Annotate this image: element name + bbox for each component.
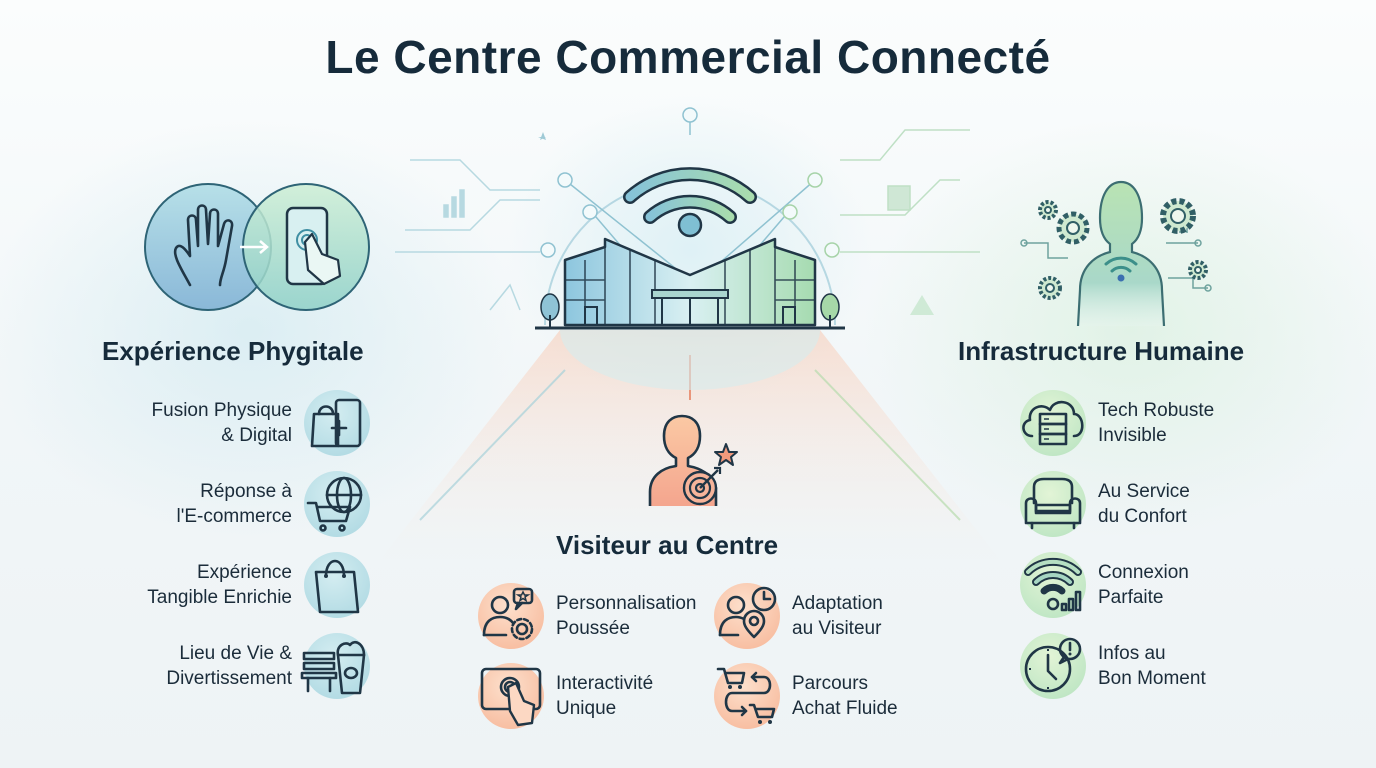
section-title-visiteur-au-centre: Visiteur au Centre (556, 530, 779, 560)
item-label: Fusion Physique & Digital (151, 400, 292, 446)
list-item-parcours-achat-fluide: Parcours Achat Fluide (714, 663, 898, 729)
page-title: Le Centre Commercial Connecté (325, 31, 1051, 83)
list-item-au-service-du-confort: Au Service du Confort (1020, 471, 1190, 537)
item-label: Réponse à l'E-commerce (176, 481, 292, 527)
shopping-bag-plus-phone-icon (304, 390, 370, 456)
armchair-icon (1020, 471, 1086, 537)
wifi-icon (623, 167, 757, 238)
section-title-experience-phygitale: Expérience Phygitale (102, 336, 364, 366)
user-star-gear-icon (478, 583, 544, 649)
list-item-connexion-parfaite: Connexion Parfaite (1020, 552, 1189, 618)
hand-to-smartphone-venn-icon (142, 180, 374, 314)
list-item-experience-tangible-enrichie: Expérience Tangible Enrichie (147, 552, 370, 618)
shopping-bag-icon (304, 552, 370, 618)
item-label: Personnalisation Poussée (556, 593, 697, 639)
list-item-adaptation-au-visiteur: Adaptation au Visiteur (714, 583, 883, 649)
item-label: Adaptation au Visiteur (792, 593, 883, 639)
list-item-reponse-ecommerce: Réponse à l'E-commerce (176, 471, 370, 537)
item-label: Au Service du Confort (1098, 481, 1190, 527)
list-item-tech-robuste-invisible: Tech Robuste Invisible (1020, 390, 1214, 456)
item-label: Connexion Parfaite (1098, 562, 1189, 608)
list-item-infos-au-bon-moment: Infos au Bon Moment (1020, 633, 1206, 699)
list-item-interactivite-unique: Interactivité Unique (478, 663, 653, 729)
user-clock-location-icon (714, 583, 780, 649)
connected-mall-building-icon (530, 135, 850, 335)
cloud-server-icon (1020, 390, 1086, 456)
human-gears-circuit-icon (1018, 178, 1228, 327)
visitor-target-star-icon (640, 412, 740, 508)
cart-loop-arrows-icon (714, 663, 780, 729)
clock-alert-icon (1020, 633, 1086, 699)
item-label: Interactivité Unique (556, 673, 654, 719)
touchscreen-tap-icon (478, 663, 544, 729)
item-label: Parcours Achat Fluide (792, 673, 898, 719)
section-title-infrastructure-humaine: Infrastructure Humaine (958, 336, 1245, 366)
item-label: Lieu de Vie & Divertissement (166, 643, 292, 689)
list-item-lieu-de-vie-divertissement: Lieu de Vie & Divertissement (166, 633, 370, 699)
item-label: Tech Robuste Invisible (1098, 400, 1215, 446)
item-label: Infos au Bon Moment (1098, 643, 1206, 689)
list-item-personnalisation-poussee: Personnalisation Poussée (478, 583, 696, 649)
bench-popcorn-icon (300, 633, 370, 699)
list-item-fusion-physique-digital: Fusion Physique & Digital (152, 390, 370, 456)
item-label: Expérience Tangible Enrichie (147, 562, 292, 608)
wifi-signal-bars-icon (1020, 552, 1086, 618)
globe-cart-icon (304, 471, 370, 537)
